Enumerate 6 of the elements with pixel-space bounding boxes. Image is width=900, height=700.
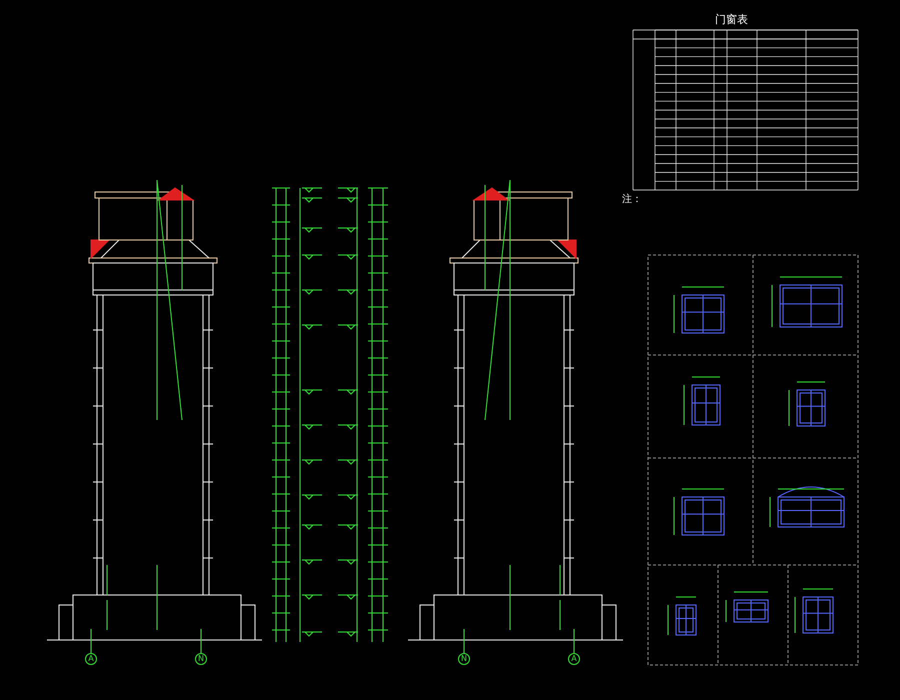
table-title: 门窗表 — [715, 14, 748, 26]
note-heading: 注： — [622, 194, 642, 205]
axis-bubble: A — [85, 653, 97, 665]
axis-bubble: N — [458, 653, 470, 665]
axis-bubble: A — [568, 653, 580, 665]
axis-bubble: N — [195, 653, 207, 665]
